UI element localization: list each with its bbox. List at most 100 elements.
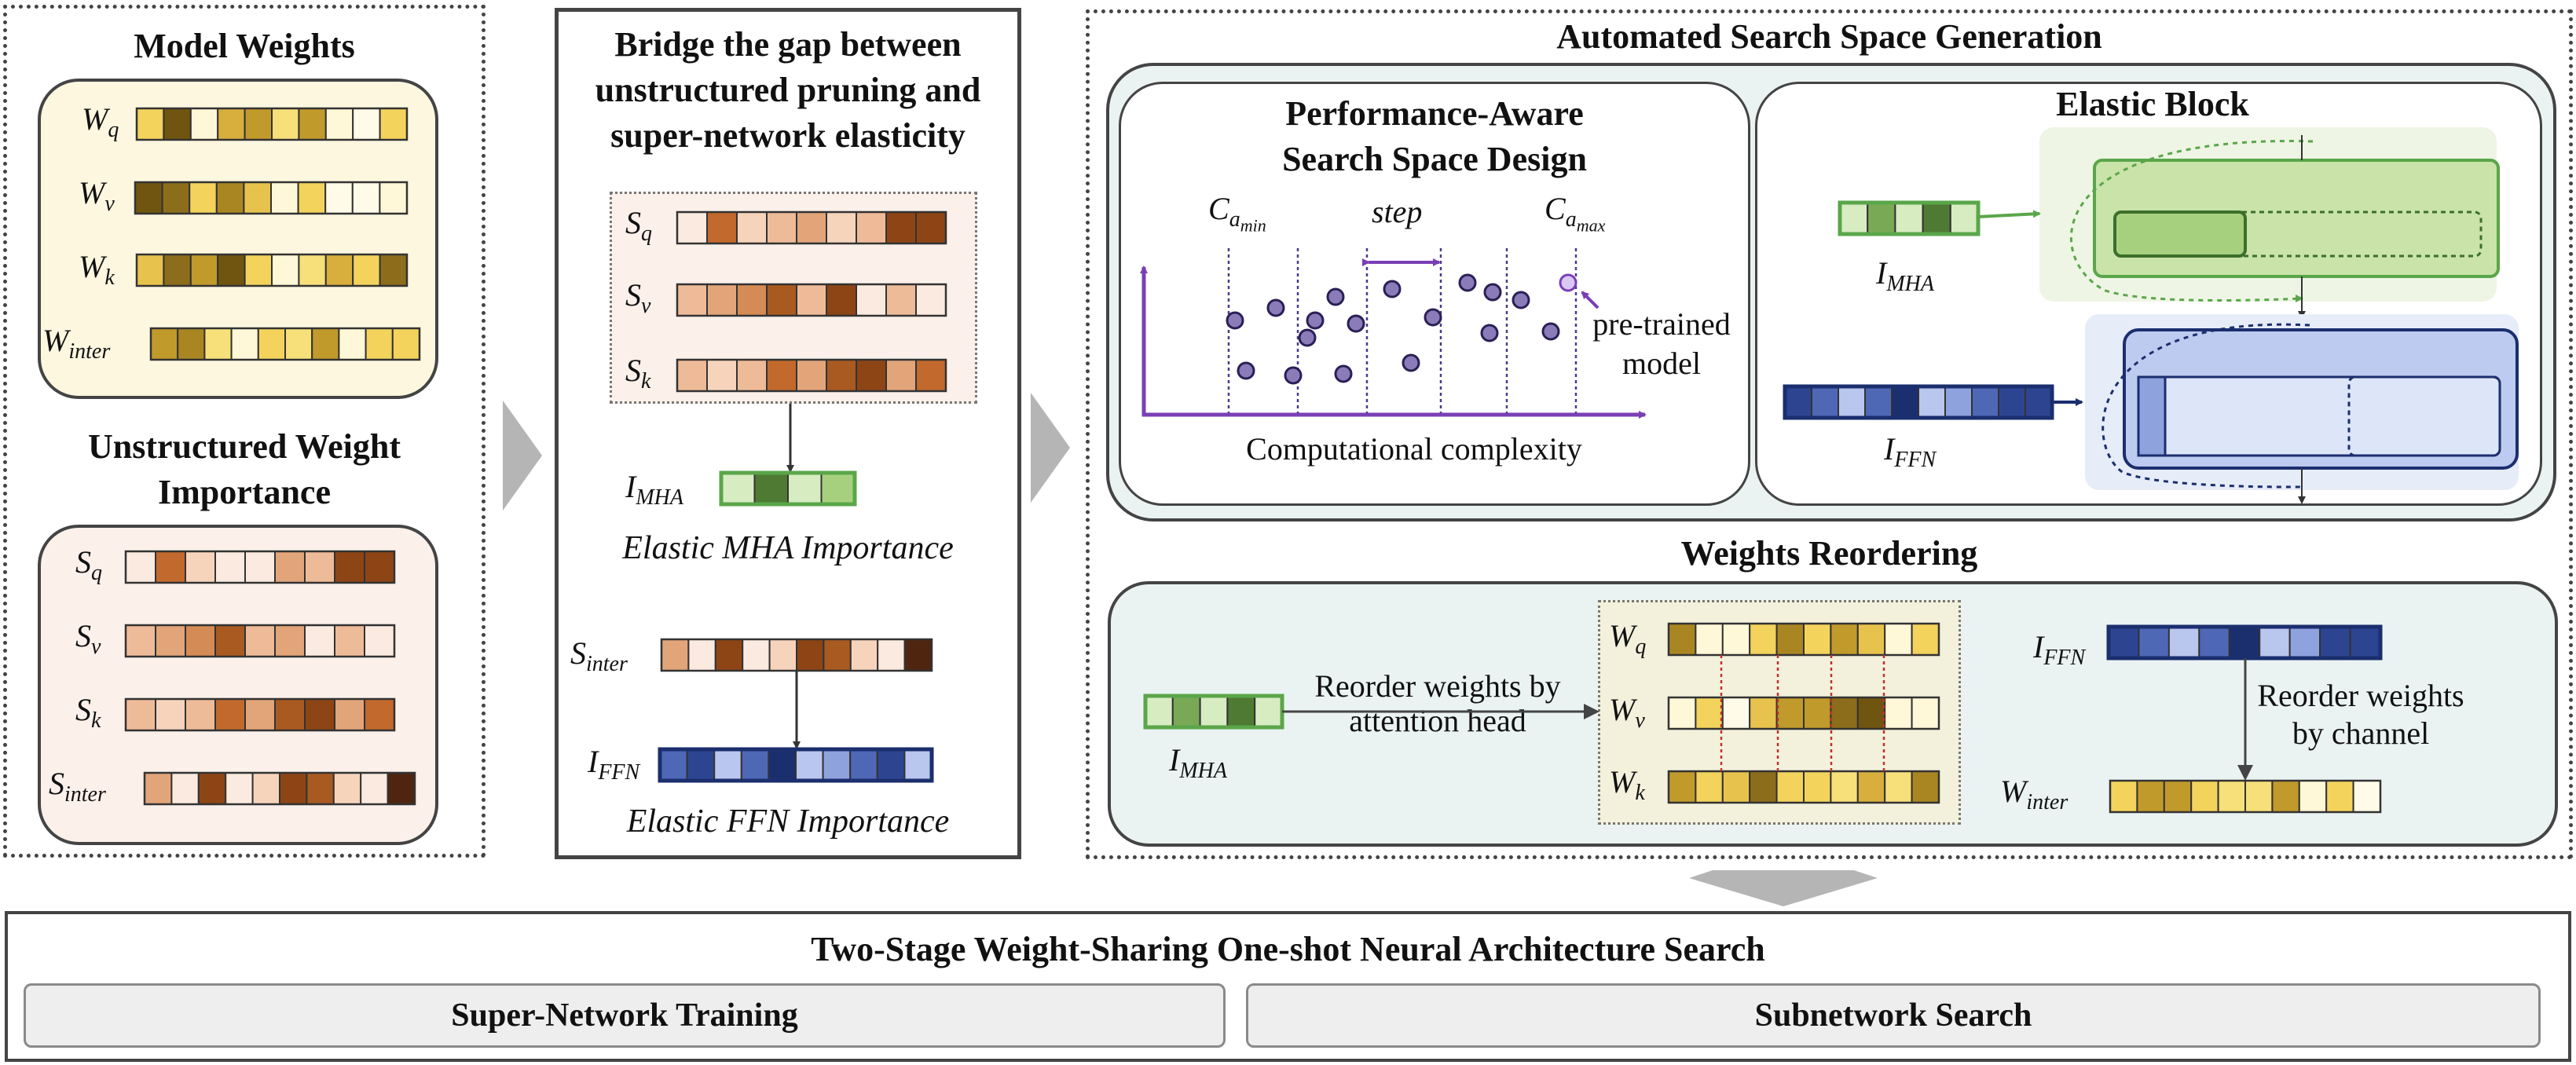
w-k-letter: W	[79, 249, 105, 284]
s-inter-letter: S	[49, 766, 64, 801]
perf-aware-title: Performance-Aware Search Space Design	[1119, 91, 1750, 182]
ffn-line2-a: intermediate	[2162, 419, 2319, 454]
s-k-letter: S	[75, 692, 91, 727]
middle-title-line3: super-network elasticity	[610, 116, 966, 155]
c-max-label: Camax	[1545, 190, 1605, 236]
reorder-head-line2: attention head	[1349, 703, 1526, 738]
ro-w-v-sub: v	[1635, 708, 1645, 733]
mid-s-inter-label: Sinter	[570, 635, 628, 677]
ro-w-k-sub: k	[1635, 781, 1645, 805]
ro-i-ffn-sub: FFN	[2043, 646, 2086, 670]
mid-i-mha-letter: I	[625, 469, 636, 504]
ro-i-mha-sub: MHA	[1179, 759, 1227, 783]
mid-i-ffn-label: IFFN	[588, 743, 639, 785]
mha-word-elastic: Elastic	[2134, 218, 2219, 253]
middle-title-line2: unstructured pruning and	[595, 71, 981, 109]
asg-title: Automated Search Space Generation	[1556, 17, 2102, 56]
c-min-subsub: min	[1240, 215, 1266, 236]
mid-s-q-label: Sq	[625, 204, 652, 247]
mha-title: MHA	[2252, 163, 2336, 202]
reorder-w-stack-box	[1598, 600, 1961, 825]
unstructured-importance-title: Unstructured Weight Importance	[3, 424, 486, 515]
ro-i-ffn-label: IFFN	[2033, 628, 2085, 671]
subnetwork-search-stage: Subnetwork Search	[1246, 983, 2541, 1048]
mid-i-ffn-letter: I	[588, 744, 599, 779]
s-stack-box	[610, 192, 977, 404]
s-inter-sub: inter	[64, 782, 106, 807]
w-q-label: Wq	[82, 101, 119, 143]
w-inter-sub: inter	[68, 339, 111, 364]
mid-s-v-letter: S	[625, 277, 641, 313]
unstructured-title-line1: Unstructured Weight	[87, 427, 401, 466]
perf-title-line1: Performance-Aware	[1285, 94, 1584, 133]
ro-w-q-sub: q	[1635, 635, 1647, 659]
w-q-letter: W	[82, 101, 108, 137]
model-weights-title: Model Weights	[134, 27, 355, 65]
ffn-title: FFN	[2284, 333, 2351, 371]
pretrained-label: pre-trained model	[1579, 305, 1744, 383]
s-q-sub: q	[91, 561, 102, 585]
mid-s-v-sub: v	[641, 294, 651, 318]
ro-w-inter-label: Winter	[2000, 773, 2068, 815]
s-q-label: Sq	[75, 543, 102, 586]
ro-i-mha-letter: I	[1169, 742, 1180, 778]
eb-i-mha-label: IMHA	[1876, 254, 1934, 297]
eb-i-mha-letter: I	[1876, 255, 1887, 291]
mid-s-inter-sub: inter	[586, 652, 628, 676]
s-v-sub: v	[91, 635, 101, 659]
mid-s-v-label: Sv	[625, 276, 650, 319]
ro-w-v-label: Wv	[1609, 691, 1645, 734]
ffn-line2-b: layer	[2362, 419, 2424, 454]
step-label: step	[1372, 194, 1423, 229]
s-k-label: Sk	[75, 691, 101, 734]
mid-s-q-letter: S	[625, 205, 641, 240]
right-panel	[1086, 9, 2573, 859]
ffn-line1: Elastic	[2244, 376, 2329, 412]
middle-title-line1: Bridge the gap between	[614, 25, 962, 64]
bottom-panel	[5, 911, 2571, 1062]
ro-w-k-letter: W	[1609, 764, 1636, 800]
w-inter-letter: W	[42, 323, 69, 358]
perf-aware-card	[1119, 82, 1750, 506]
unstructured-title-line2: Importance	[158, 473, 331, 511]
c-min-letter: C	[1208, 191, 1229, 226]
elastic-ffn-caption: Elastic FFN Importance	[626, 803, 950, 840]
s-inter-label: Sinter	[49, 765, 106, 807]
s-v-label: Sv	[75, 617, 101, 660]
gray-arrow-down	[1689, 870, 1878, 906]
c-max-sub: a	[1565, 207, 1577, 232]
eb-i-ffn-sub: FFN	[1894, 448, 1937, 472]
elastic-mha-caption: Elastic MHA Importance	[622, 530, 954, 566]
w-v-sub: v	[104, 192, 115, 216]
mid-s-inter-letter: S	[570, 635, 586, 671]
reorder-title: Weights Reordering	[1680, 534, 1978, 573]
mha-word-heads: heads	[2377, 218, 2450, 253]
s-q-letter: S	[75, 544, 91, 580]
c-min-sub: a	[1229, 207, 1240, 232]
mha-word-attention: attention	[2248, 218, 2358, 253]
mid-i-ffn-sub: FFN	[598, 760, 640, 785]
left-panel	[3, 5, 486, 858]
ro-w-q-letter: W	[1609, 618, 1636, 653]
ro-w-q-label: Wq	[1609, 617, 1646, 660]
mid-s-k-sub: k	[641, 369, 651, 393]
w-q-sub: q	[108, 118, 119, 142]
elastic-block-title: Elastic Block	[2056, 85, 2249, 123]
middle-title: Bridge the gap between unstructured prun…	[555, 22, 1021, 159]
c-max-subsub: max	[1576, 215, 1606, 236]
ro-i-mha-label: IMHA	[1169, 741, 1227, 784]
w-inter-label: Winter	[42, 322, 110, 364]
x-axis-label: Computational complexity	[1246, 431, 1582, 467]
reorder-head-line1: Reorder weights by	[1314, 668, 1561, 704]
mid-s-k-label: Sk	[625, 352, 650, 394]
w-v-label: Wv	[79, 174, 115, 217]
pretrained-line1: pre-trained	[1592, 306, 1731, 342]
ro-i-ffn-letter: I	[2033, 629, 2044, 664]
ro-w-inter-letter: W	[2000, 774, 2027, 809]
c-min-label: Camin	[1208, 190, 1266, 236]
reorder-head-label: Reorder weights by attention head	[1288, 669, 1587, 738]
super-network-training-stage: Super-Network Training	[24, 983, 1226, 1048]
ro-w-k-label: Wk	[1609, 763, 1645, 806]
pretrained-line2: model	[1622, 346, 1701, 381]
